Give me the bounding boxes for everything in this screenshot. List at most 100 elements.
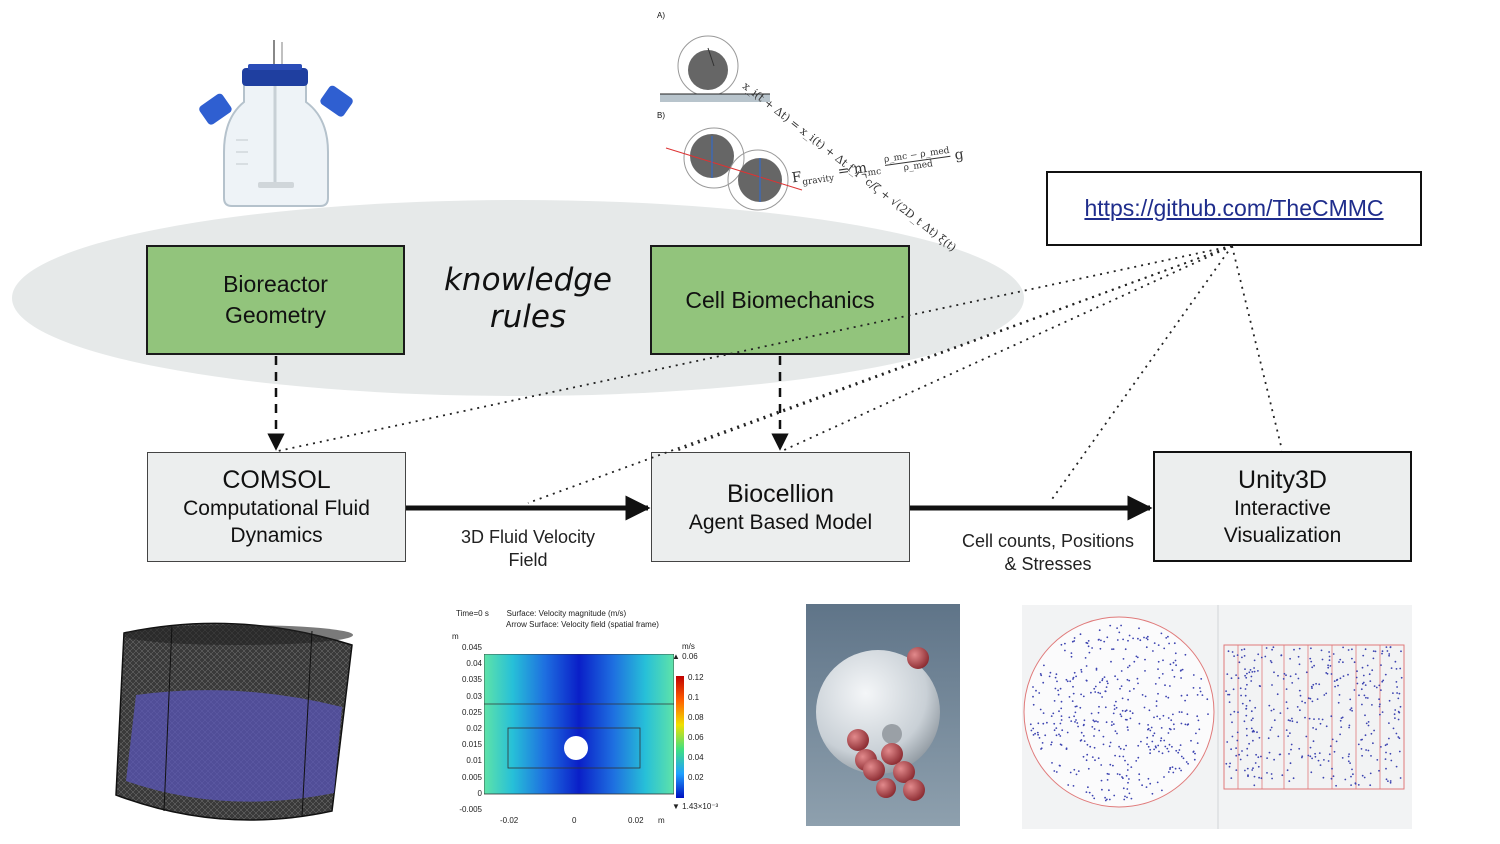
cbtick: 0.08 [688, 713, 704, 722]
cell-point [1087, 767, 1090, 770]
cell-point [1126, 796, 1128, 799]
cell-point [1381, 680, 1384, 683]
cell-point [1251, 671, 1254, 673]
cell-point [1260, 656, 1263, 659]
cell-point [1252, 739, 1254, 742]
cell-point [1394, 717, 1396, 719]
cell-point [1292, 777, 1295, 780]
cell-point [1352, 773, 1354, 776]
cell-point [1164, 684, 1166, 687]
cell-point [1366, 697, 1369, 699]
cell-biomechanics-box: Cell Biomechanics [650, 245, 910, 355]
cell-point [1053, 722, 1056, 725]
cell-point [1116, 627, 1118, 629]
cell-point [1237, 677, 1240, 679]
cell-point [1392, 692, 1394, 694]
cell-point [1138, 773, 1141, 776]
cell-point [1388, 722, 1390, 724]
cell-point [1339, 658, 1342, 661]
cell-point [1060, 700, 1063, 703]
cell-point [1103, 676, 1106, 678]
cell-point [1093, 735, 1095, 737]
cell-point [1327, 664, 1329, 667]
cell-point [1060, 707, 1063, 710]
cell-point [1301, 700, 1303, 703]
cell-point [1380, 689, 1382, 691]
cell-point [1268, 751, 1271, 754]
cell-point [1250, 680, 1253, 682]
cell-point [1353, 661, 1356, 664]
cell-point [1392, 727, 1395, 730]
cell-point [1305, 735, 1308, 738]
cell-point [1236, 654, 1239, 656]
cell-point [1169, 663, 1172, 666]
cell-point [1064, 649, 1066, 652]
ytick: 0.03 [466, 691, 482, 701]
cell-point [1158, 750, 1160, 753]
cell-point [1147, 727, 1150, 730]
cell-point [1132, 637, 1134, 640]
cell-point [1370, 732, 1373, 735]
cell-counts-line2: & Stresses [1004, 554, 1092, 574]
cell-point [1173, 675, 1176, 678]
cell-point [1355, 676, 1358, 679]
cell-point [1046, 721, 1048, 724]
cell-point [1123, 748, 1125, 751]
cell-point [1381, 652, 1383, 655]
cell-point [1093, 720, 1096, 723]
cell-point [1255, 753, 1257, 756]
cell-point [1193, 758, 1196, 761]
cell-point [1129, 710, 1132, 712]
rules-word: rules [489, 299, 567, 335]
cell-point [1141, 784, 1143, 787]
cell-point [1266, 757, 1268, 759]
cell-point [1272, 708, 1275, 711]
cell-point [1144, 695, 1147, 698]
cell-point [1058, 710, 1060, 713]
cell-point [1146, 635, 1149, 638]
cell-point [1332, 775, 1335, 778]
cell-point [1109, 763, 1112, 766]
cell-point [1171, 745, 1173, 748]
cell-point [1328, 753, 1331, 756]
cell-point [1347, 755, 1350, 758]
cbtick: 0.1 [688, 693, 700, 702]
cell-point [1168, 727, 1171, 730]
cell-point [1349, 708, 1352, 711]
cell-point [1395, 668, 1398, 670]
cell-point [1192, 750, 1195, 753]
plot-title-line1: Time=0 s Surface: Velocity magnitude (m/… [456, 609, 627, 618]
cell-point [1085, 641, 1088, 644]
cell-point [1233, 710, 1236, 713]
cbtick: 0.04 [688, 753, 704, 762]
cell-point [1257, 670, 1259, 672]
cell-point [1351, 709, 1353, 712]
cell-point [1082, 735, 1085, 737]
cell-point [1177, 751, 1180, 754]
cell-point [1390, 667, 1393, 669]
cell-point [1289, 762, 1292, 765]
cell-point [1100, 779, 1103, 782]
cell-point [1361, 754, 1363, 757]
cell-point [1144, 670, 1146, 672]
cell-point [1058, 733, 1060, 736]
cell-point [1309, 746, 1312, 749]
cell-point [1180, 755, 1183, 758]
cell-point [1318, 752, 1321, 754]
cell-point [1273, 671, 1275, 674]
cell-point [1167, 635, 1169, 638]
cell-point [1370, 755, 1372, 757]
cell-point [1285, 688, 1288, 690]
cell-point [1289, 719, 1291, 722]
cell-point [1159, 739, 1162, 742]
cell-point [1240, 694, 1242, 697]
cell-point [1269, 729, 1272, 731]
panel-a-label: A) [657, 11, 665, 20]
cell-point [1379, 713, 1381, 716]
cell-point [1389, 752, 1392, 755]
github-link[interactable]: https://github.com/TheCMMC [1084, 195, 1384, 221]
cell-point [1153, 732, 1156, 735]
cell-point [1299, 694, 1302, 697]
cell-point [1315, 682, 1317, 685]
cell-point [1400, 676, 1403, 679]
